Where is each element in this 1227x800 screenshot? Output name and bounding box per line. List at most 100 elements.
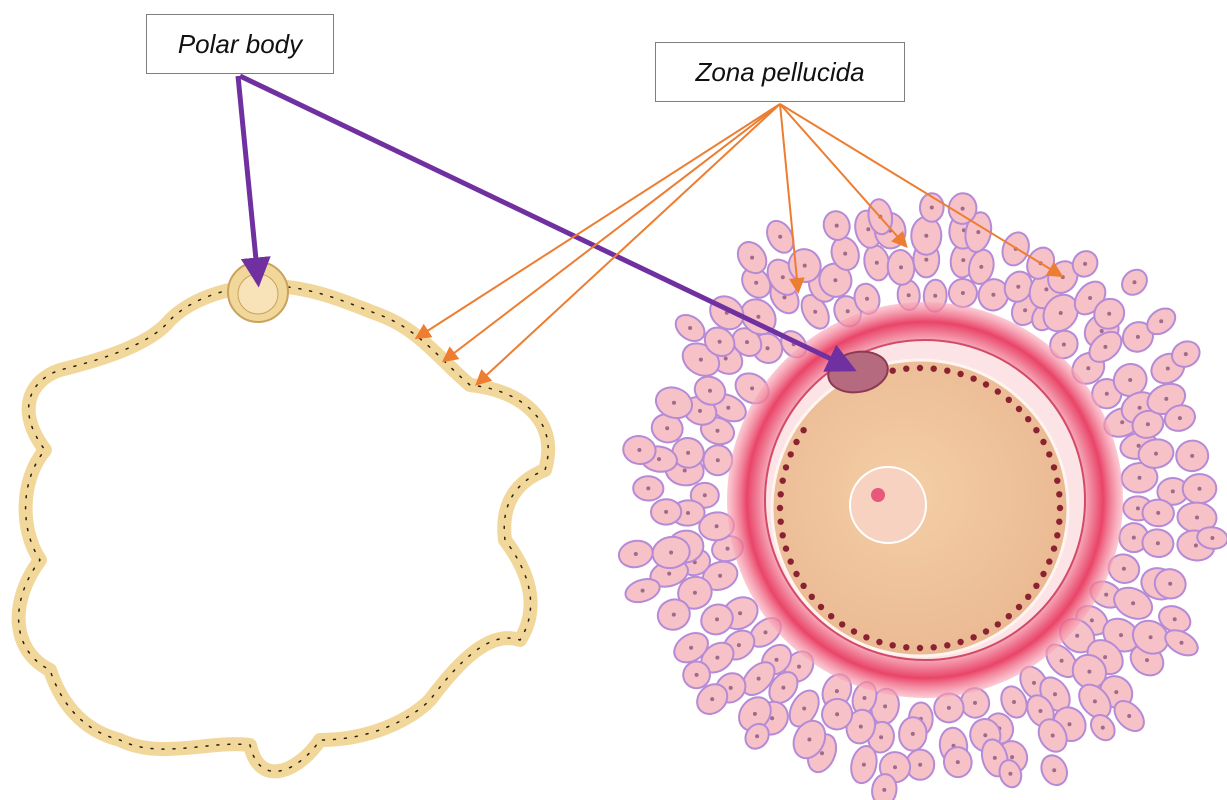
cortical-granule: [1025, 593, 1032, 600]
cortical-granule: [889, 642, 896, 649]
corona-cell-nucleus: [723, 356, 728, 361]
cortical-granule: [776, 504, 784, 512]
corona-cell-nucleus: [992, 755, 997, 760]
corona-cell-nucleus: [698, 408, 702, 413]
cortical-granule: [957, 370, 964, 378]
corona-cell-nucleus: [715, 617, 719, 622]
corona-cell-nucleus: [686, 511, 690, 515]
corona-cell-nucleus: [1061, 342, 1066, 347]
cortical-granule: [1005, 396, 1012, 403]
corona-cell-nucleus: [1159, 319, 1164, 324]
corona-cell-nucleus: [715, 655, 720, 660]
corona-cell-nucleus: [1012, 700, 1016, 704]
corona-cell-nucleus: [1060, 275, 1065, 280]
corona-cell-nucleus: [1044, 287, 1049, 292]
zona-arrow-2: [441, 103, 781, 363]
cortical-granule: [916, 644, 924, 652]
corona-cell-nucleus: [1179, 640, 1184, 645]
corona-cell-nucleus: [686, 450, 691, 455]
corona-cell-nucleus: [1132, 280, 1137, 285]
cortical-granule: [916, 364, 924, 372]
corona-cell-nucleus: [924, 233, 929, 238]
corona-cell-nucleus: [961, 258, 966, 263]
cortical-granule: [1033, 582, 1040, 589]
corona-cell-nucleus: [1190, 453, 1195, 458]
zona-arrow-5: [779, 103, 908, 248]
corona-cell-nucleus: [924, 257, 929, 262]
cortical-granule: [787, 451, 794, 458]
corona-cell-nucleus: [1127, 714, 1132, 718]
cortical-granule: [982, 628, 990, 635]
corona-cell-nucleus: [1154, 451, 1158, 456]
corona-cell-nucleus: [1195, 515, 1199, 520]
corona-cell-nucleus: [1164, 396, 1169, 401]
cortical-granule: [944, 642, 951, 649]
zona-arrow-1: [414, 103, 781, 340]
corona-cell-nucleus: [750, 386, 755, 391]
corona-cell-nucleus: [1197, 486, 1202, 491]
cortical-granule: [800, 582, 807, 589]
corona-cell-nucleus: [1075, 633, 1080, 638]
cortical-granule: [903, 644, 910, 651]
polar-arrow-left: [235, 75, 271, 288]
zona-arrows: [414, 103, 1064, 386]
corona-cell-nucleus: [1050, 733, 1055, 738]
corona-cell-nucleus: [689, 645, 694, 650]
corona-cell-nucleus: [933, 293, 938, 298]
corona-cell-nucleus: [1023, 308, 1028, 313]
corona-cell-nucleus: [756, 676, 761, 681]
corona-cell-nucleus: [1088, 296, 1093, 300]
corona-cell-nucleus: [1145, 658, 1149, 663]
corona-cell-nucleus: [688, 326, 693, 330]
corona-cell-nucleus: [1103, 344, 1108, 349]
corona-cell-nucleus: [667, 571, 672, 576]
cortical-granule: [970, 375, 977, 382]
cortical-granule: [779, 477, 786, 484]
cortical-granule: [1033, 427, 1040, 434]
corona-cell-nucleus: [983, 733, 988, 738]
cortical-granule: [1054, 532, 1061, 539]
corona-cell-nucleus: [918, 762, 923, 767]
corona-cell-nucleus: [1121, 566, 1126, 571]
corona-cell-nucleus: [665, 426, 670, 431]
corona-cell-nucleus: [991, 292, 996, 297]
corona-cell-nucleus: [1104, 391, 1109, 396]
cortical-granule: [1015, 603, 1023, 611]
cortical-granule: [777, 491, 784, 498]
corona-cell-nucleus: [1083, 261, 1088, 266]
corona-cell-nucleus: [1148, 635, 1153, 640]
corona-cell-nucleus: [692, 590, 697, 595]
cortical-granule: [863, 634, 870, 641]
corona-cell-nucleus: [1177, 416, 1182, 421]
corona-cell-nucleus: [960, 206, 965, 211]
cortical-granule: [800, 427, 807, 434]
cortical-granule: [850, 628, 858, 635]
corona-cell-nucleus: [955, 760, 960, 765]
corona-cell-nucleus: [738, 611, 743, 616]
left-outline-figure: [11, 261, 556, 779]
corona-cell-nucleus: [710, 697, 715, 702]
zona-arrow-4: [779, 103, 805, 294]
corona-cell-nucleus: [1120, 420, 1125, 425]
cortical-granule: [982, 381, 990, 388]
corona-cell-nucleus: [725, 546, 730, 551]
oocyte-nucleus: [849, 466, 927, 544]
corona-cell-nucleus: [637, 448, 642, 452]
corona-cell-nucleus: [780, 275, 785, 280]
cortical-granule: [957, 638, 964, 646]
zona-arrow-3: [475, 103, 781, 386]
cortical-granule: [930, 644, 937, 651]
cortical-granule: [1056, 491, 1063, 498]
corona-cell-nucleus: [715, 458, 720, 463]
corona-cell-nucleus: [893, 765, 897, 770]
cortical-granule: [944, 367, 951, 374]
corona-cell-nucleus: [976, 230, 981, 235]
corona-cell-nucleus: [754, 280, 759, 285]
corona-cell-nucleus: [682, 468, 687, 473]
corona-cell-nucleus: [858, 724, 863, 729]
corona-cell-nucleus: [874, 260, 879, 265]
corona-cell-nucleus: [843, 251, 848, 256]
zona-outline-shape: [11, 278, 556, 779]
cortical-granule: [777, 518, 784, 525]
